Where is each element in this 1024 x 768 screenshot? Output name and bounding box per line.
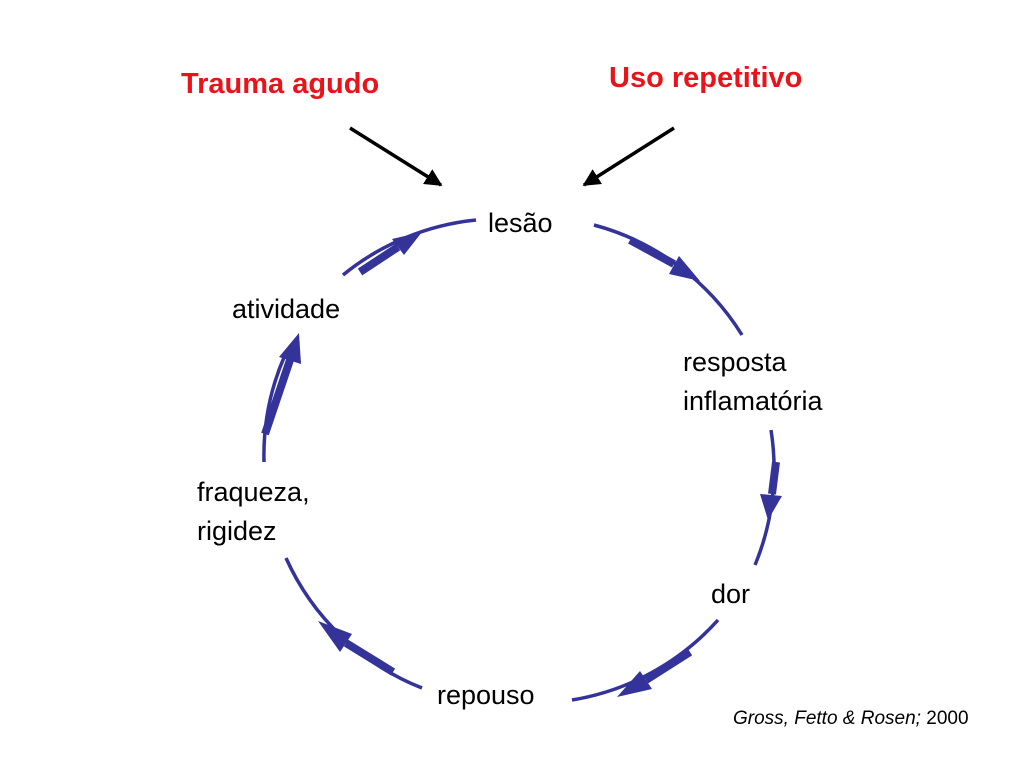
cycle-arrowhead-4 [318,621,352,652]
citation-year: 2000 [926,708,969,729]
node-pain: dor [711,579,751,609]
cause-repetitive-use: Uso repetitivo [609,62,803,94]
cycle-arrowhead-3 [617,671,652,697]
cycle-arrow-shaft-5 [261,358,294,436]
acute-trauma-pointer-arrow [349,126,443,187]
citation: Gross, Fetto & Rosen; 2000 [733,708,969,730]
cycle-arrowhead-1 [669,256,700,281]
node-weakness-line1: fraqueza, [197,477,310,507]
cycle-arrowhead-5 [279,333,301,364]
cycle-arrow-shaft-6 [357,243,401,276]
node-inflammation-line1: resposta [683,347,787,377]
cycle-arrow-shaft-2 [768,461,780,495]
cycle-arc-rest-to-weakness [284,557,423,690]
repetitive-use-pointer-arrow [582,126,675,187]
node-rest: repouso [437,680,535,710]
cycle-arrowhead-2 [760,494,782,520]
cause-acute-trauma: Trauma agudo [181,68,380,100]
node-activity: atividade [232,294,341,324]
cycle-arrow-shaft-4 [343,639,396,676]
node-inflammation-line2: inflamatória [683,386,823,417]
cycle-arrowhead-6 [392,232,422,255]
cycle-arrow-shaft-3 [643,648,693,684]
cycle-arrow-shaft-1 [628,236,676,268]
cycle-arc-weakness-to-activity [262,354,287,463]
cycle-arc-injury-to-inflammation [593,223,744,336]
node-injury: lesão [488,208,553,238]
node-inflammation: resposta inflamatória [683,343,823,421]
node-weakness-line2: rigidez [197,516,277,547]
citation-authors: Gross, Fetto & Rosen; [733,708,921,729]
node-weakness: fraqueza, rigidez [197,473,310,551]
